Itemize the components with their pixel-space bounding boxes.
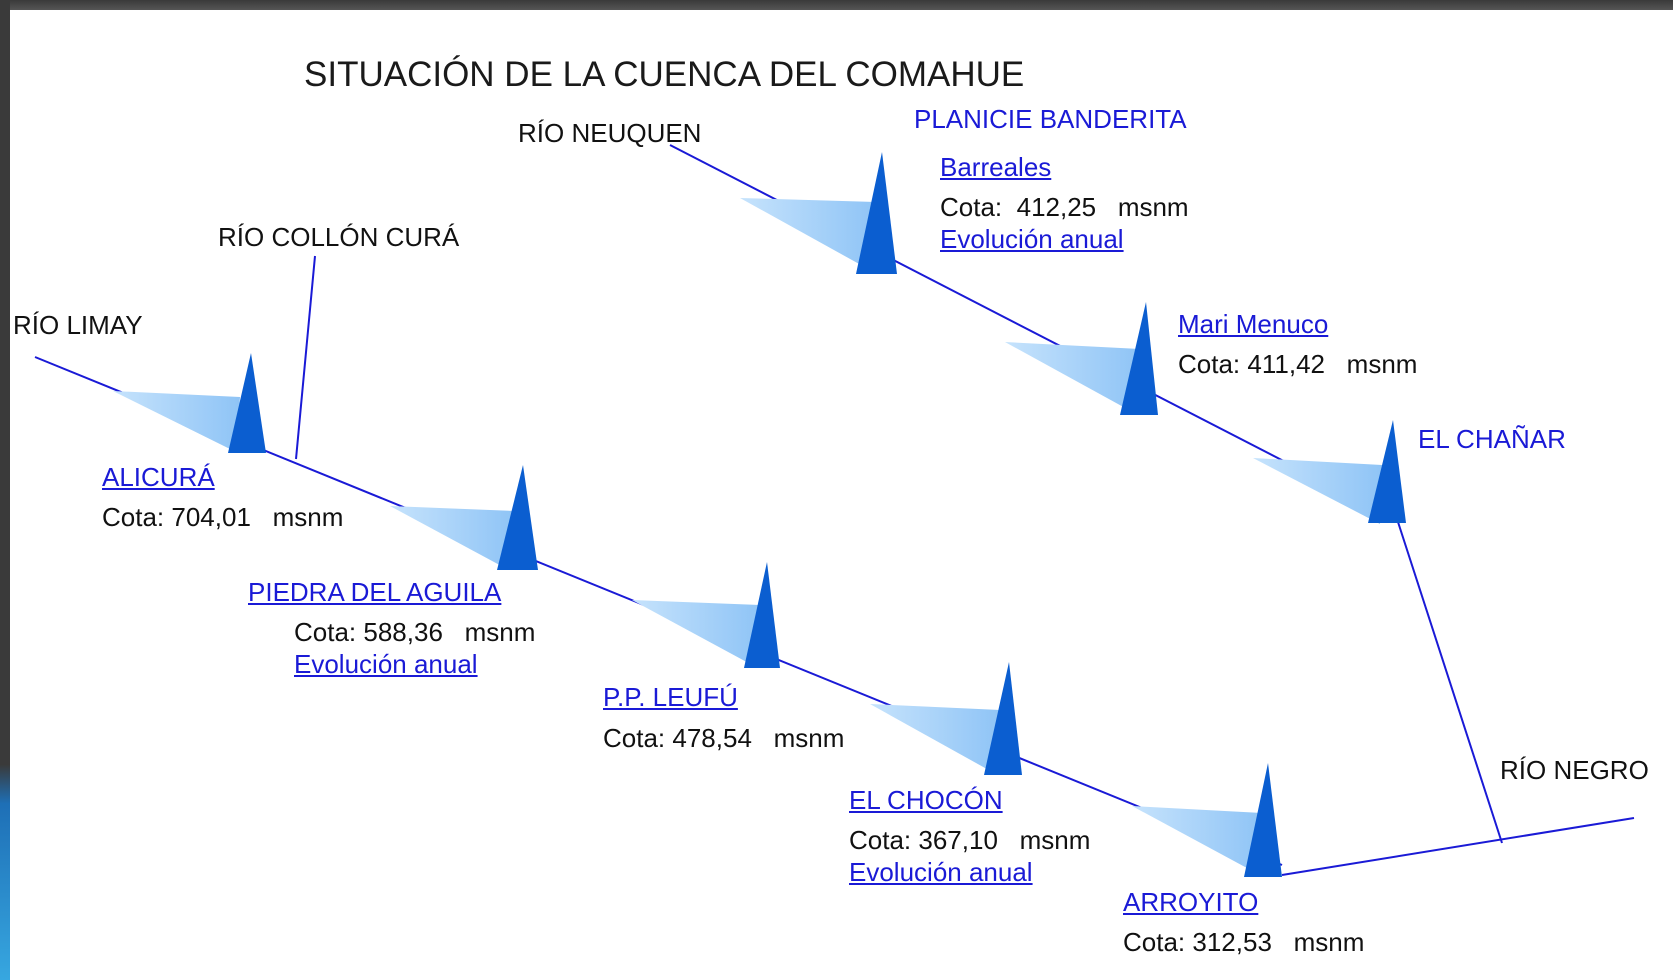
el-chocon-evolucion-link[interactable]: Evolución anual [849, 857, 1033, 887]
arroyito-link[interactable]: ARROYITO [1123, 887, 1259, 917]
piedra-del-aguila-evolucion-link[interactable]: Evolución anual [294, 649, 478, 679]
unit-label: msnm [1117, 192, 1189, 222]
piedra-del-aguila-cota: Cota: 588,36 msnm [294, 617, 535, 647]
reservoirs [113, 198, 1382, 874]
alicura-dam-icon [228, 353, 266, 453]
collon-cura-river-line [295, 255, 316, 460]
alicura-link[interactable]: ALICURÁ [102, 462, 215, 492]
dams [228, 152, 1406, 877]
unit-label: msnm [272, 502, 344, 532]
alicura-cota: Cota: 704,01 msnm [102, 502, 343, 532]
piedra-del-aguila-link[interactable]: PIEDRA DEL AGUILA [248, 577, 502, 607]
cota-value: 704,01 [171, 502, 251, 532]
pp-leufu-reservoir [632, 600, 760, 666]
cota-value: 367,10 [918, 825, 998, 855]
planicie-banderita-label: PLANICIE BANDERITA [914, 104, 1187, 134]
window-frame-left [0, 0, 10, 980]
el-chanar-reservoir [1253, 458, 1382, 524]
cota-value: 312,53 [1192, 927, 1272, 957]
unit-label: msnm [1346, 349, 1418, 379]
window-frame-top [0, 0, 1673, 10]
diagram-title: SITUACIÓN DE LA CUENCA DEL COMAHUE [304, 55, 1025, 94]
cota-value: 412,25 [1016, 192, 1097, 222]
arroyito-cota: Cota: 312,53 msnm [1123, 927, 1364, 957]
cota-label: Cota: [849, 825, 912, 855]
unit-label: msnm [464, 617, 536, 647]
alicura-reservoir [113, 391, 240, 452]
barreales-cota: Cota: 412,25 msnm [940, 192, 1189, 222]
pp-leufu-cota: Cota: 478,54 msnm [603, 723, 844, 753]
cota-label: Cota: [1123, 927, 1186, 957]
arroyito-dam-icon [1244, 763, 1282, 877]
cota-value: 588,36 [363, 617, 443, 647]
barreales-reservoir [740, 198, 876, 270]
cota-value: 411,42 [1247, 349, 1325, 379]
negro-river-line [1281, 817, 1635, 876]
rio-collon-cura-label: RÍO COLLÓN CURÁ [218, 222, 460, 252]
rio-negro-label: RÍO NEGRO [1500, 755, 1649, 785]
arroyito-reservoir [1132, 806, 1262, 874]
el-chanar-dam-icon [1368, 420, 1406, 523]
cota-label: Cota: [102, 502, 165, 532]
mari-menuco-dam-icon [1120, 302, 1158, 415]
barreales-link[interactable]: Barreales [940, 152, 1052, 182]
neuquen-lower-river-line [1397, 521, 1503, 844]
cota-label: Cota: [294, 617, 357, 647]
unit-label: msnm [773, 723, 845, 753]
unit-label: msnm [1019, 825, 1091, 855]
el-chocon-dam-icon [984, 662, 1022, 775]
rio-neuquen-label: RÍO NEUQUEN [518, 118, 702, 148]
cota-label: Cota: [603, 723, 666, 753]
cota-label: Cota: [940, 192, 1003, 222]
mari-menuco-cota: Cota: 411,42 msnm [1178, 349, 1417, 379]
barreales-dam-icon [856, 152, 897, 274]
el-chocon-link[interactable]: EL CHOCÓN [849, 785, 1003, 815]
cota-value: 478,54 [672, 723, 752, 753]
pp-leufu-dam-icon [744, 562, 780, 668]
rio-limay-label: RÍO LIMAY [13, 310, 143, 340]
piedra-del-aguila-reservoir [390, 506, 514, 569]
mari-menuco-reservoir [1005, 342, 1140, 415]
pp-leufu-link[interactable]: P.P. LEUFÚ [603, 682, 738, 712]
cota-label: Cota: [1178, 349, 1241, 379]
el-chanar-label: EL CHAÑAR [1418, 424, 1566, 454]
el-chocon-reservoir [870, 704, 1000, 773]
unit-label: msnm [1293, 927, 1365, 957]
barreales-evolucion-link[interactable]: Evolución anual [940, 224, 1124, 254]
mari-menuco-link[interactable]: Mari Menuco [1178, 309, 1329, 339]
el-chocon-cota: Cota: 367,10 msnm [849, 825, 1090, 855]
piedra-del-aguila-dam-icon [497, 465, 538, 570]
